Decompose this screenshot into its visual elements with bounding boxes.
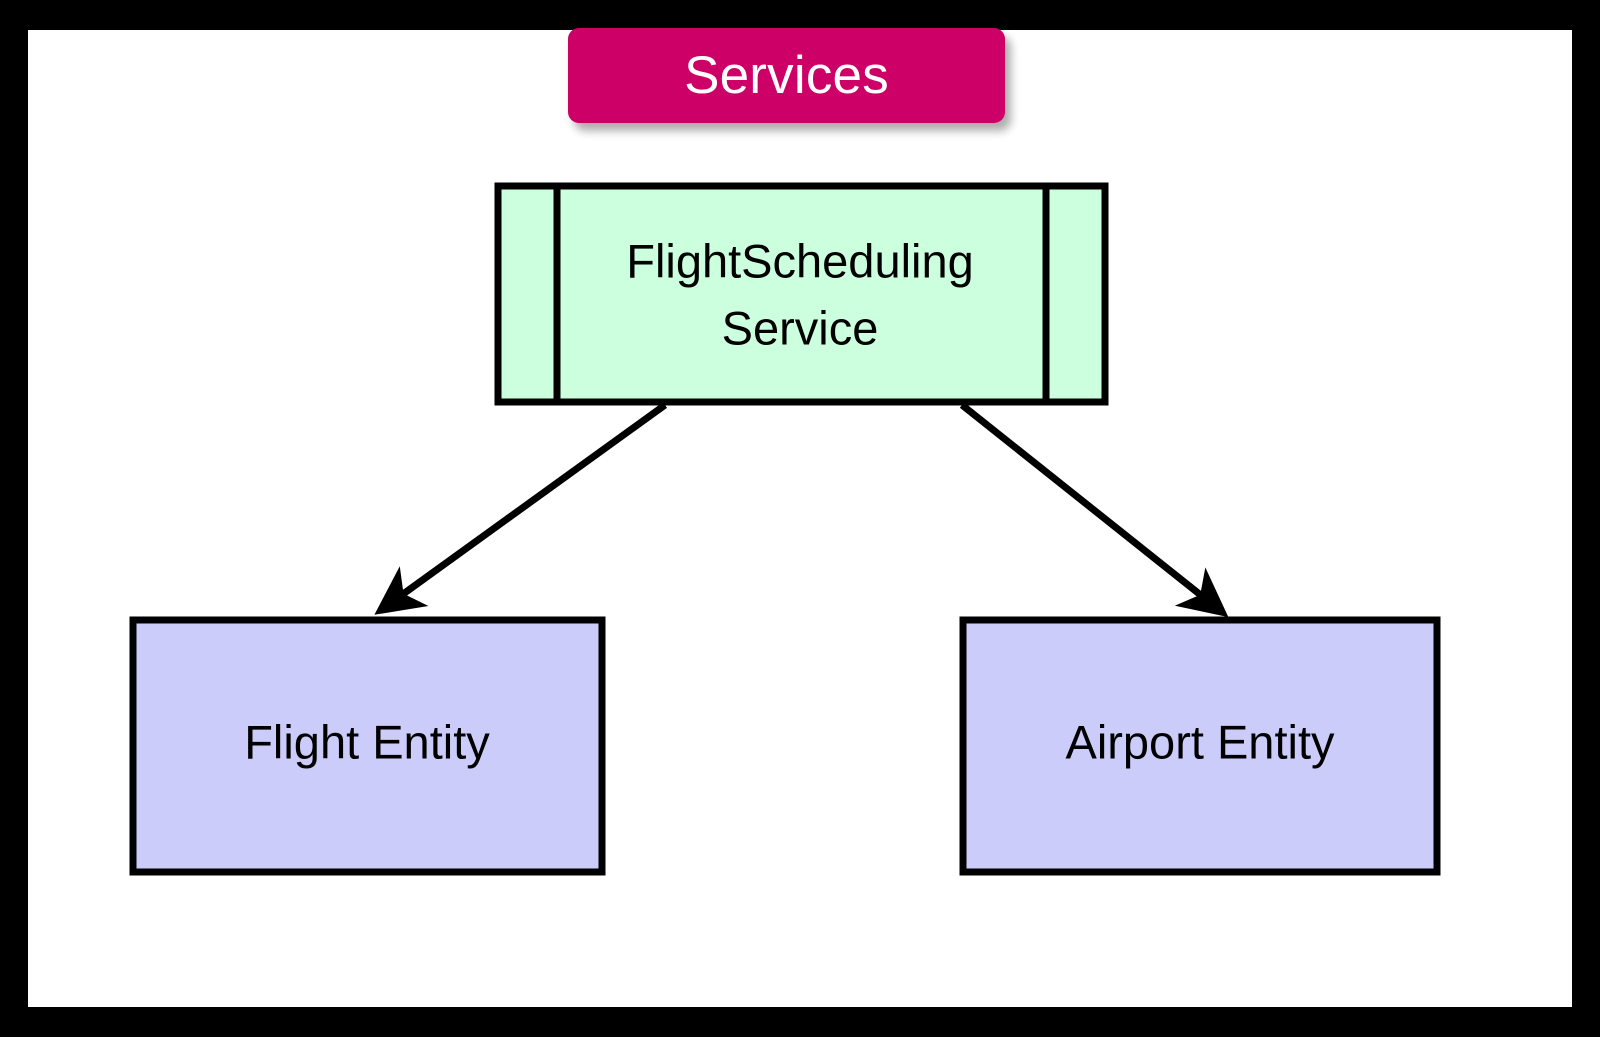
- cluster-label-text: Services: [684, 46, 889, 105]
- node-label: Airport Entity: [1065, 715, 1335, 768]
- node-airport-entity[interactable]: Airport Entity: [959, 616, 1441, 876]
- edge-service-to-flight[interactable]: [374, 402, 668, 615]
- node-shape: [494, 182, 1109, 406]
- cluster-label-services[interactable]: Services: [568, 28, 1005, 123]
- node-label: Flight Entity: [244, 715, 490, 768]
- node-shape: [129, 616, 606, 876]
- edge-service-to-airport[interactable]: [959, 402, 1229, 618]
- edge-line: [959, 402, 1229, 618]
- node-shape: [959, 616, 1441, 876]
- node-label-line-2: Service: [722, 301, 879, 354]
- node-flight-entity[interactable]: Flight Entity: [129, 616, 606, 876]
- node-flight-scheduling-service[interactable]: FlightScheduling Service: [494, 182, 1109, 406]
- edge-line: [374, 402, 668, 615]
- node-label-line-1: FlightScheduling: [626, 234, 974, 287]
